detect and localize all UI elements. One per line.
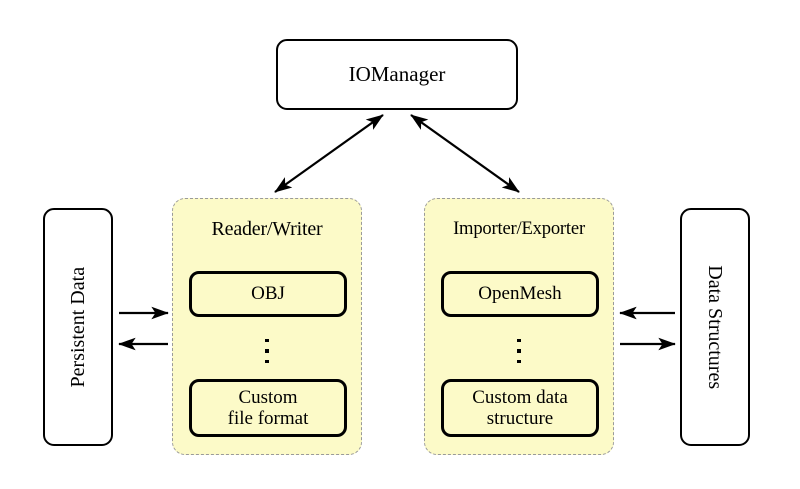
node-custom-data-structure-line1: Custom data [472, 386, 568, 408]
ellipsis-dot [265, 339, 269, 343]
group-importer-exporter[interactable]: Importer/Exporter OpenMesh Custom data s… [424, 198, 614, 455]
node-iomanager-label: IOManager [348, 61, 446, 86]
node-data-structures[interactable]: Data Structures [680, 208, 750, 446]
node-iomanager[interactable]: IOManager [276, 39, 518, 110]
ellipsis-dot [517, 359, 521, 363]
ellipsis-dot [265, 349, 269, 353]
group-importer-exporter-title: Importer/Exporter [453, 218, 585, 239]
node-openmesh-label: OpenMesh [478, 283, 562, 305]
ellipsis-dot [517, 349, 521, 353]
node-data-structures-label: Data Structures [704, 265, 727, 389]
node-persistent-data-label: Persistent Data [66, 266, 89, 388]
arrow-iomanager-readerwriter [274, 114, 384, 193]
node-custom-file-format-line1: Custom [238, 386, 298, 408]
ellipsis-dot [517, 339, 521, 343]
arrow-iomanager-importerexporter [410, 114, 520, 193]
node-custom-file-format[interactable]: Custom file format [189, 379, 347, 437]
node-openmesh[interactable]: OpenMesh [441, 271, 599, 317]
group-reader-writer-title: Reader/Writer [211, 218, 323, 240]
node-custom-data-structure[interactable]: Custom data structure [441, 379, 599, 437]
ellipsis-importer-exporter [425, 331, 613, 371]
node-obj[interactable]: OBJ [189, 271, 347, 317]
ellipsis-reader-writer [173, 331, 361, 371]
ellipsis-dot [265, 359, 269, 363]
node-persistent-data[interactable]: Persistent Data [43, 208, 113, 446]
node-custom-file-format-line2: file format [227, 408, 309, 429]
group-reader-writer[interactable]: Reader/Writer OBJ Custom file format [172, 198, 362, 455]
node-obj-label: OBJ [251, 283, 285, 305]
node-custom-data-structure-line2: structure [486, 408, 554, 429]
